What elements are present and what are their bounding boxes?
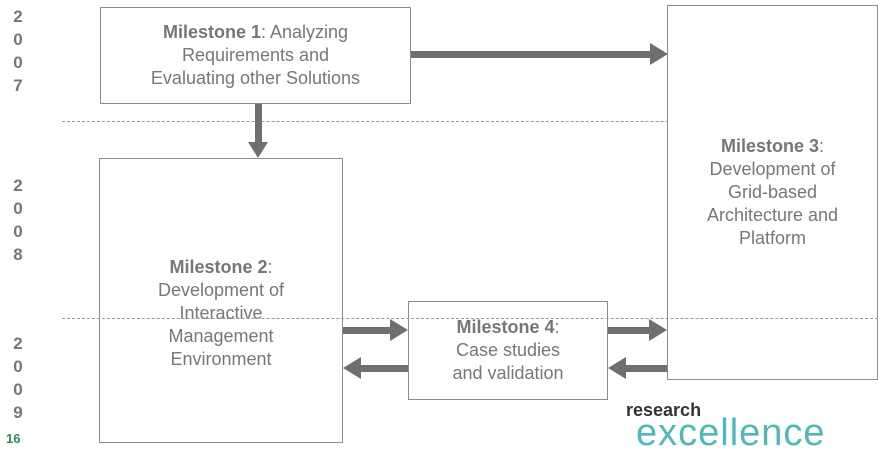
logo-main-text: excellence — [636, 412, 826, 454]
milestone-2-line-2: Development of — [157, 280, 285, 300]
milestone-2-line-4: Management — [168, 326, 274, 346]
milestone-2-line-3: Interactive — [179, 303, 263, 323]
milestone-3-line-5: Platform — [738, 228, 807, 248]
milestone-3-line-3: Grid-based — [727, 182, 818, 202]
year-divider-2008-2009 — [62, 318, 878, 319]
milestone-3-box: Milestone 3: Development of Grid-based A… — [667, 5, 878, 380]
year-divider-2007-2008 — [62, 121, 878, 122]
research-excellence-logo: research excellence — [622, 400, 878, 452]
milestone-4-line-2: Case studies — [455, 340, 561, 360]
milestone-1-line-3: Evaluating other Solutions — [150, 68, 361, 88]
logo-top-text: research — [626, 400, 702, 420]
milestone-3-line-2: Development of — [709, 159, 836, 179]
milestone-2-line-5: Environment — [170, 349, 272, 369]
slide-number: 16 — [6, 431, 21, 446]
milestone-4-line-1: Milestone 4: — [456, 317, 560, 337]
milestone-1-line-1: Milestone 1: Analyzing — [162, 22, 349, 42]
milestone-1-box: Milestone 1: Analyzing Requirements and … — [100, 7, 411, 104]
milestone-4-line-3: and validation — [452, 363, 564, 383]
milestone-4-box: Milestone 4: Case studies and validation — [408, 301, 608, 400]
milestone-3-line-1: Milestone 3: — [720, 136, 825, 156]
milestone-3-line-4: Architecture and — [706, 205, 839, 225]
milestone-1-line-2: Requirements and — [181, 45, 330, 65]
milestone-2-line-1: Milestone 2: — [169, 257, 273, 277]
milestone-2-box: Milestone 2: Development of Interactive … — [99, 158, 343, 443]
